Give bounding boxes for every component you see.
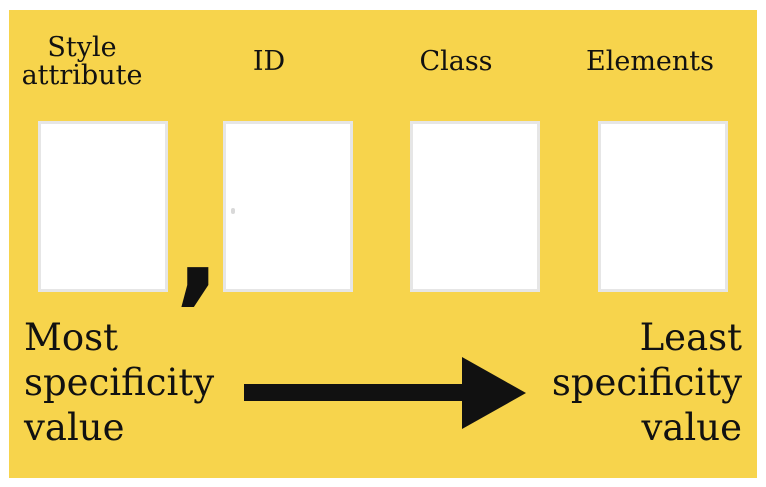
specificity-panel: Style attribute ID Class Elements , Most… bbox=[9, 10, 757, 478]
elements-box bbox=[598, 121, 728, 292]
id-box bbox=[223, 121, 353, 292]
least-line3: value bbox=[641, 406, 742, 449]
most-line1: Most bbox=[24, 316, 119, 359]
most-line3: value bbox=[24, 406, 125, 449]
header-style-line1: Style bbox=[47, 32, 117, 63]
most-line2: specificity bbox=[24, 361, 215, 404]
separator-comma: , bbox=[175, 180, 221, 319]
style-attribute-box bbox=[38, 121, 168, 292]
header-style-line2: attribute bbox=[21, 60, 143, 91]
header-id: ID bbox=[252, 46, 286, 77]
header-elements: Elements bbox=[586, 46, 714, 77]
header-class: Class bbox=[419, 46, 493, 77]
most-specificity-label: Most specificity value bbox=[24, 315, 214, 450]
least-specificity-label: Least specificity value bbox=[552, 315, 742, 450]
least-line2: specificity bbox=[551, 361, 742, 404]
least-line1: Least bbox=[639, 316, 742, 359]
cursor-mark bbox=[231, 208, 235, 214]
class-box bbox=[410, 121, 540, 292]
header-style-attribute: Style attribute bbox=[12, 34, 152, 90]
direction-arrow-icon bbox=[244, 357, 526, 429]
